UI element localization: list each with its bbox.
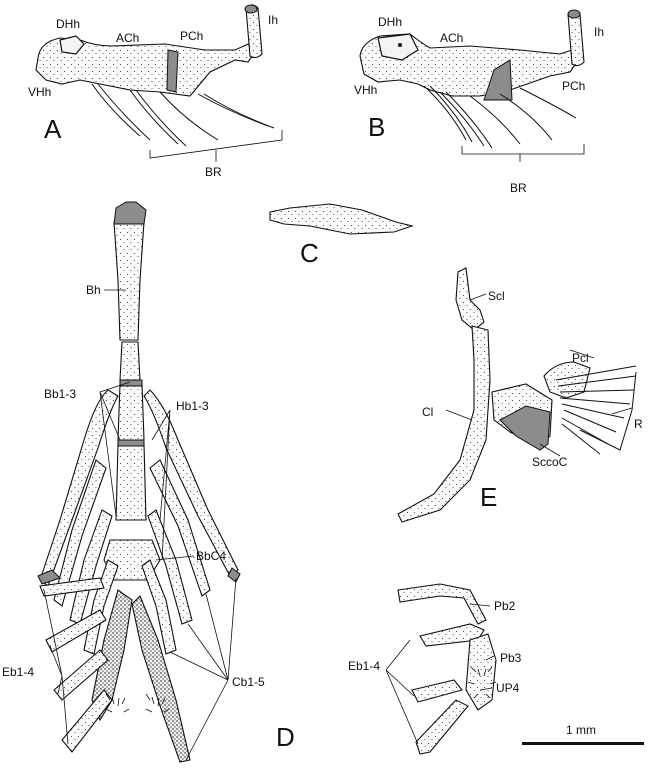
d-basibranchial-2 xyxy=(117,383,145,441)
a-branchiostegal-rays xyxy=(91,83,275,147)
f-pharyngobranchial-3 xyxy=(465,633,497,711)
panel-b-hyoid-arch: DHh ACh Ih VHh PCh BR B xyxy=(354,9,604,195)
d-ceratobranchial-4-right xyxy=(141,559,177,655)
d-ceratobranchial-5-right xyxy=(131,595,191,763)
panel-d-branchial-skeleton: Bh Bb1-3 Hb1-3 BbC4 Eb1-4 Cb1-5 D xyxy=(2,201,295,763)
f-epibranchial-lower xyxy=(415,699,469,755)
d-basibranchial-3 xyxy=(115,443,147,521)
e-label-pcl: Pcl xyxy=(572,351,589,365)
b-dorsal-hypohyal xyxy=(377,33,419,61)
f-label-up4: UP4 xyxy=(496,681,520,695)
d-basihyal-cartilage-tip xyxy=(113,201,147,225)
e-supracleithrum xyxy=(455,267,485,331)
f-label-pb3: Pb3 xyxy=(500,651,522,665)
a-label-dhh: DHh xyxy=(56,17,80,31)
b-branchiostegal-rays xyxy=(423,85,577,149)
c-urohyal-bone xyxy=(269,203,414,235)
d-epibranchial-2 xyxy=(45,609,107,653)
d-label-bh: Bh xyxy=(86,283,101,297)
e-label-scl: Scl xyxy=(488,289,505,303)
d-ceratobranchial-3-right xyxy=(147,509,193,625)
scale-bar-label: 1 mm xyxy=(566,723,596,737)
b-interhyal-cap xyxy=(567,9,581,19)
d-ceratobranchial-5-left xyxy=(91,589,133,722)
panel-label-c: C xyxy=(300,238,319,268)
d-label-cb: Cb1-5 xyxy=(232,675,265,689)
a-interhyal-cap xyxy=(244,4,258,14)
f-pharyngobranchial-2 xyxy=(397,583,487,625)
panel-label-b: B xyxy=(368,112,385,142)
a-dorsal-hypohyal xyxy=(59,35,85,55)
f-label-eb: Eb1-4 xyxy=(348,659,380,673)
f-epibranchial-mid xyxy=(411,679,463,703)
panel-e-pectoral-girdle: Scl Pcl Cl R SccoC E xyxy=(397,267,643,523)
a-label-br: BR xyxy=(205,165,222,179)
a-label-ih: Ih xyxy=(268,13,278,27)
d-ceratobranchial-2-right xyxy=(149,459,211,597)
d-label-eb: Eb1-4 xyxy=(2,665,34,679)
e-scapulocoracoid-cartilage xyxy=(499,405,551,451)
d-ceratobranchial-4-left xyxy=(83,559,119,655)
b-interarcual-cartilage xyxy=(483,59,513,101)
e-postcleithrum xyxy=(543,361,591,399)
d-epibranchial-1 xyxy=(39,577,105,597)
scale-bar: 1 mm xyxy=(522,723,644,745)
a-interarcual-cartilage xyxy=(166,49,179,93)
d-label-bbc4: BbC4 xyxy=(196,549,226,563)
d-epibranchial-3 xyxy=(53,649,109,701)
a-label-vhh: VHh xyxy=(28,85,51,99)
b-label-vhh: VHh xyxy=(354,83,377,97)
d-label-bb: Bb1-3 xyxy=(44,387,76,401)
d-pharyngeal-teeth-cluster xyxy=(105,693,170,713)
b-label-ach: ACh xyxy=(440,31,463,45)
d-basihyal xyxy=(113,221,145,341)
b-label-ih: Ih xyxy=(594,25,604,39)
panel-f-dorsal-gill-arches: Pb2 Pb3 Eb1-4 UP4 xyxy=(348,583,522,755)
panel-label-e: E xyxy=(480,482,497,512)
e-label-r: R xyxy=(634,417,643,431)
e-pectoral-fin-rays xyxy=(555,365,637,455)
a-hyoid-bone xyxy=(35,37,256,97)
scale-bar-line xyxy=(522,742,644,745)
d-label-hb: Hb1-3 xyxy=(176,399,209,413)
f-label-pb2: Pb2 xyxy=(494,599,516,613)
panel-c-urohyal: C xyxy=(269,203,414,268)
panel-label-d: D xyxy=(276,722,295,752)
panel-label-a: A xyxy=(44,114,62,144)
f-epibranchial-upper xyxy=(419,623,485,647)
f-upper-pharyngeal-tooth-plate xyxy=(467,666,497,699)
panel-a-hyoid-arch: DHh ACh PCh Ih VHh BR A xyxy=(28,4,283,179)
a-label-pch: PCh xyxy=(180,29,203,43)
a-label-ach: ACh xyxy=(116,31,139,45)
b-label-dhh: DHh xyxy=(378,15,402,29)
b-label-br: BR xyxy=(510,181,527,195)
d-epibranchial-4 xyxy=(61,689,113,753)
b-label-pch: PCh xyxy=(562,79,585,93)
e-label-sccoc: SccoC xyxy=(532,455,568,469)
e-label-cl: Cl xyxy=(422,405,433,419)
e-cleithrum xyxy=(397,325,491,523)
d-basibranchial-1 xyxy=(119,341,141,381)
d-ceratobranchial-2-left xyxy=(53,459,107,607)
